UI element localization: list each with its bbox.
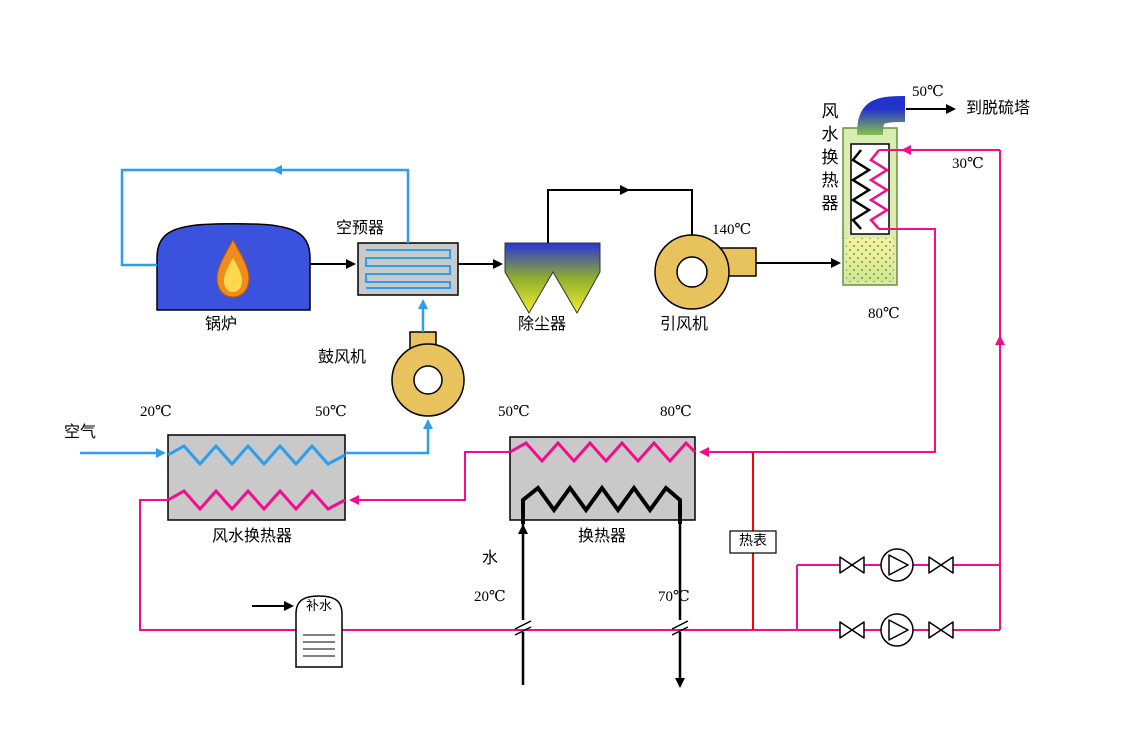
valve-icon: [839, 556, 865, 574]
dust-collector-body: [504, 242, 601, 315]
water-lines: [139, 149, 1001, 631]
blower-fan-icon: [391, 331, 465, 417]
flue-gas-heat-exchanger-label: 风水换热器: [818, 102, 838, 217]
water-arrows: [349, 145, 1005, 505]
air-preheater-body: [357, 242, 459, 296]
water-heat-exchanger-body: [509, 436, 696, 521]
air-lines: [80, 168, 451, 467]
heat-pipe-coil: [850, 149, 872, 230]
water-level-icon: [303, 634, 335, 657]
makeup-water-label: 补水: [305, 598, 332, 613]
flame-icon: [216, 238, 250, 298]
makeup-water-tank: [295, 595, 343, 668]
temp-air-out: 50℃: [315, 404, 347, 420]
water-coil: [868, 149, 890, 230]
flue-gas-arrows: [284, 104, 956, 611]
water-heat-exchanger-label: 换热器: [578, 528, 627, 545]
temp-water-supply: 30℃: [952, 156, 984, 172]
air-inlet-label: 空气: [64, 424, 97, 441]
heat-meter: [729, 452, 777, 630]
process-water-lines: [514, 484, 689, 685]
temp-hx-mid-out: 80℃: [660, 404, 692, 420]
temp-water-return: 80℃: [868, 306, 900, 322]
temp-hx-mid-in: 50℃: [498, 404, 530, 420]
temp-water-hot-out: 70℃: [658, 589, 690, 605]
induced-draft-fan-label: 引风机: [660, 316, 709, 333]
pump-icon: [880, 548, 914, 582]
heat-meter-box: [729, 530, 777, 554]
air-water-heat-exchanger-label: 风水换热器: [212, 528, 293, 545]
temp-flue-gas: 140℃: [712, 222, 752, 238]
valve-icon: [839, 621, 865, 639]
process-water-arrows: [518, 524, 685, 688]
heat-meter-label: 热表: [739, 534, 767, 549]
flue-gas-heat-exchanger-body: [842, 96, 906, 286]
temp-water-cold-in: 20℃: [474, 589, 506, 605]
air-preheater-label: 空预器: [336, 220, 385, 237]
boiler-label: 锅炉: [205, 316, 238, 333]
induced-draft-fan-icon: [654, 234, 757, 310]
boiler-body: [156, 223, 311, 311]
stack-elbow: [857, 96, 906, 136]
pipe-break-icon: [514, 620, 532, 636]
flue-hx-coils: [850, 149, 890, 230]
water-supply-label: 水: [482, 550, 499, 567]
blower-label: 鼓风机: [318, 349, 367, 366]
valves-and-pumps: [839, 548, 954, 647]
valve-icon: [928, 556, 954, 574]
pipe-break-icon: [671, 620, 689, 636]
to-desulfurization-tower-label: 到脱硫塔: [966, 100, 1031, 117]
pump-icon: [880, 613, 914, 647]
valve-icon: [928, 621, 954, 639]
air-water-heat-exchanger-body: [167, 434, 346, 521]
dust-collector-label: 除尘器: [518, 316, 567, 333]
preheater-coil: [365, 249, 451, 289]
air-arrows: [156, 165, 433, 458]
temp-air-in: 20℃: [140, 404, 172, 420]
temp-stack-out: 50℃: [912, 84, 944, 100]
